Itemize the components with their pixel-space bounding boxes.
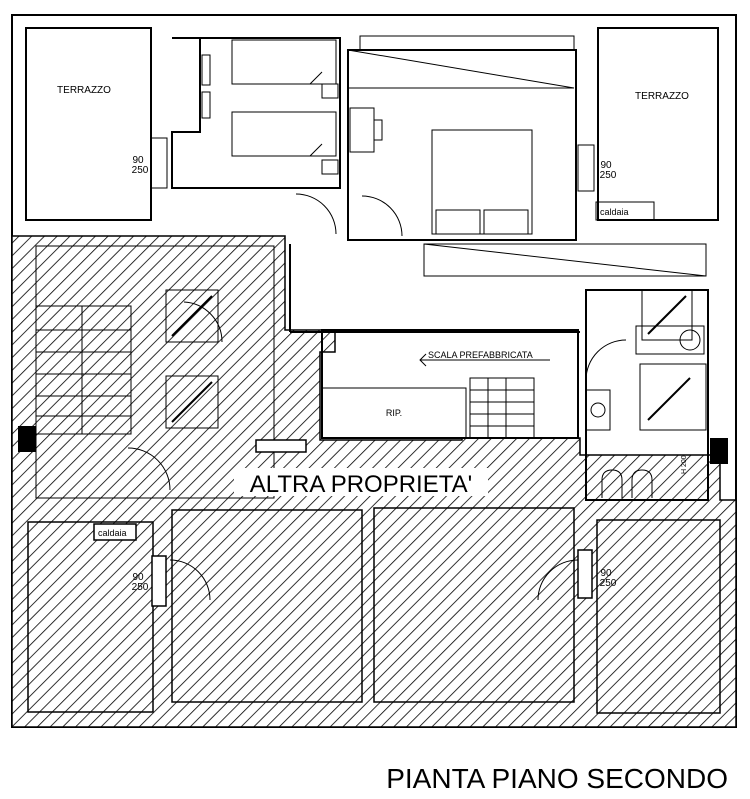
other-property-label: ALTRA PROPRIETA' (250, 471, 472, 498)
terrace-right-label: TERRAZZO (635, 91, 689, 102)
window-lower-left (151, 555, 167, 607)
hatched-threshold (255, 439, 307, 453)
window-left-height: 250 (132, 165, 149, 176)
boiler-lower-left (93, 523, 137, 541)
lower-center-room (171, 509, 363, 703)
storage-room (321, 387, 467, 439)
stair-treads (469, 377, 535, 439)
hatched-stair-treads (36, 306, 131, 434)
hatched-door-arc (183, 301, 223, 343)
stair-label: SCALA PREFABBRICATA (428, 350, 533, 360)
window-left-width: 90 (132, 155, 144, 166)
boiler-right-label: caldaia (600, 207, 629, 217)
double-bed (431, 129, 533, 235)
shower-top (641, 289, 693, 341)
wall-unit-right (710, 438, 728, 464)
stair-area (321, 329, 579, 439)
nightstand-2 (201, 91, 211, 119)
bathroom-door-arc (585, 339, 627, 381)
terrace-left-label: TERRAZZO (57, 85, 111, 96)
washing-machine (585, 389, 611, 431)
twin-door-arc (295, 193, 337, 235)
window-right (577, 144, 595, 192)
toilet (601, 469, 623, 498)
plan-title: PIANTA PIANO SECONDO (386, 763, 728, 794)
lower-right-room (373, 507, 575, 703)
wall-unit-left (18, 426, 36, 452)
hatched-column-top (165, 289, 219, 343)
terrace-right (597, 27, 719, 221)
boiler-right (595, 201, 655, 221)
terrace-left (25, 27, 152, 221)
shower-tray (639, 363, 707, 431)
window-lower-right (577, 549, 593, 599)
shower-height: H 200 (681, 455, 688, 474)
hatched-column-bottom (165, 375, 219, 429)
boiler-lower-left-label: caldaia (98, 528, 127, 538)
storage-label: RIP. (386, 408, 402, 418)
corridor-cabinet (423, 243, 707, 277)
master-bedroom (347, 49, 577, 241)
single-bed-1 (231, 39, 337, 85)
window-lower-right-width: 90 (600, 568, 612, 579)
bidet (631, 469, 653, 498)
lower-far-right-room (596, 519, 721, 714)
hatched-door-arc-2 (127, 447, 171, 491)
twin-bedroom (171, 37, 341, 189)
hatched-stair (35, 305, 132, 435)
washbasin (635, 325, 705, 355)
lower-left-room (27, 521, 154, 713)
other-property-label-bg (234, 468, 488, 496)
window-right-height: 250 (600, 170, 617, 181)
window-lower-left-height: 250 (132, 582, 149, 593)
window-left (150, 137, 168, 189)
desk (349, 107, 375, 153)
master-door-arc (361, 195, 403, 237)
window-right-width: 90 (600, 160, 612, 171)
single-bed-2 (231, 111, 337, 157)
window-lower-left-width: 90 (132, 572, 144, 583)
window-lower-right-height: 250 (600, 578, 617, 589)
wardrobe (359, 35, 575, 51)
nightstand-1 (201, 54, 211, 86)
